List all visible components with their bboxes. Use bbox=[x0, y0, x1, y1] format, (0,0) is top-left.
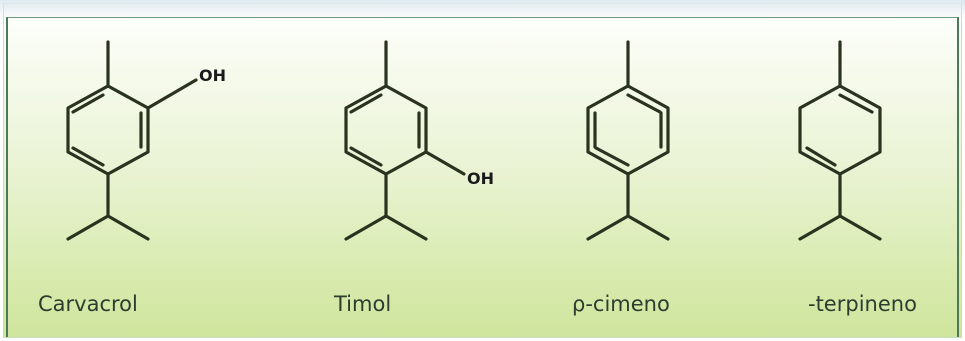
terpineno-label: -terpineno bbox=[808, 292, 917, 316]
timol-label: Timol bbox=[334, 292, 392, 316]
carvacrol-label: Carvacrol bbox=[38, 292, 138, 316]
panel-border bbox=[6, 17, 959, 337]
carvacrol-structure bbox=[66, 40, 198, 241]
carvacrol-oh-label: OH bbox=[199, 66, 226, 85]
terpineno-structure bbox=[798, 40, 882, 241]
timol-oh-label: OH bbox=[467, 169, 494, 188]
timol-structure bbox=[344, 40, 466, 241]
top-glow bbox=[0, 0, 965, 20]
p-cimeno-structure bbox=[586, 40, 670, 241]
p-cimeno-label: ρ-cimeno bbox=[572, 292, 670, 316]
